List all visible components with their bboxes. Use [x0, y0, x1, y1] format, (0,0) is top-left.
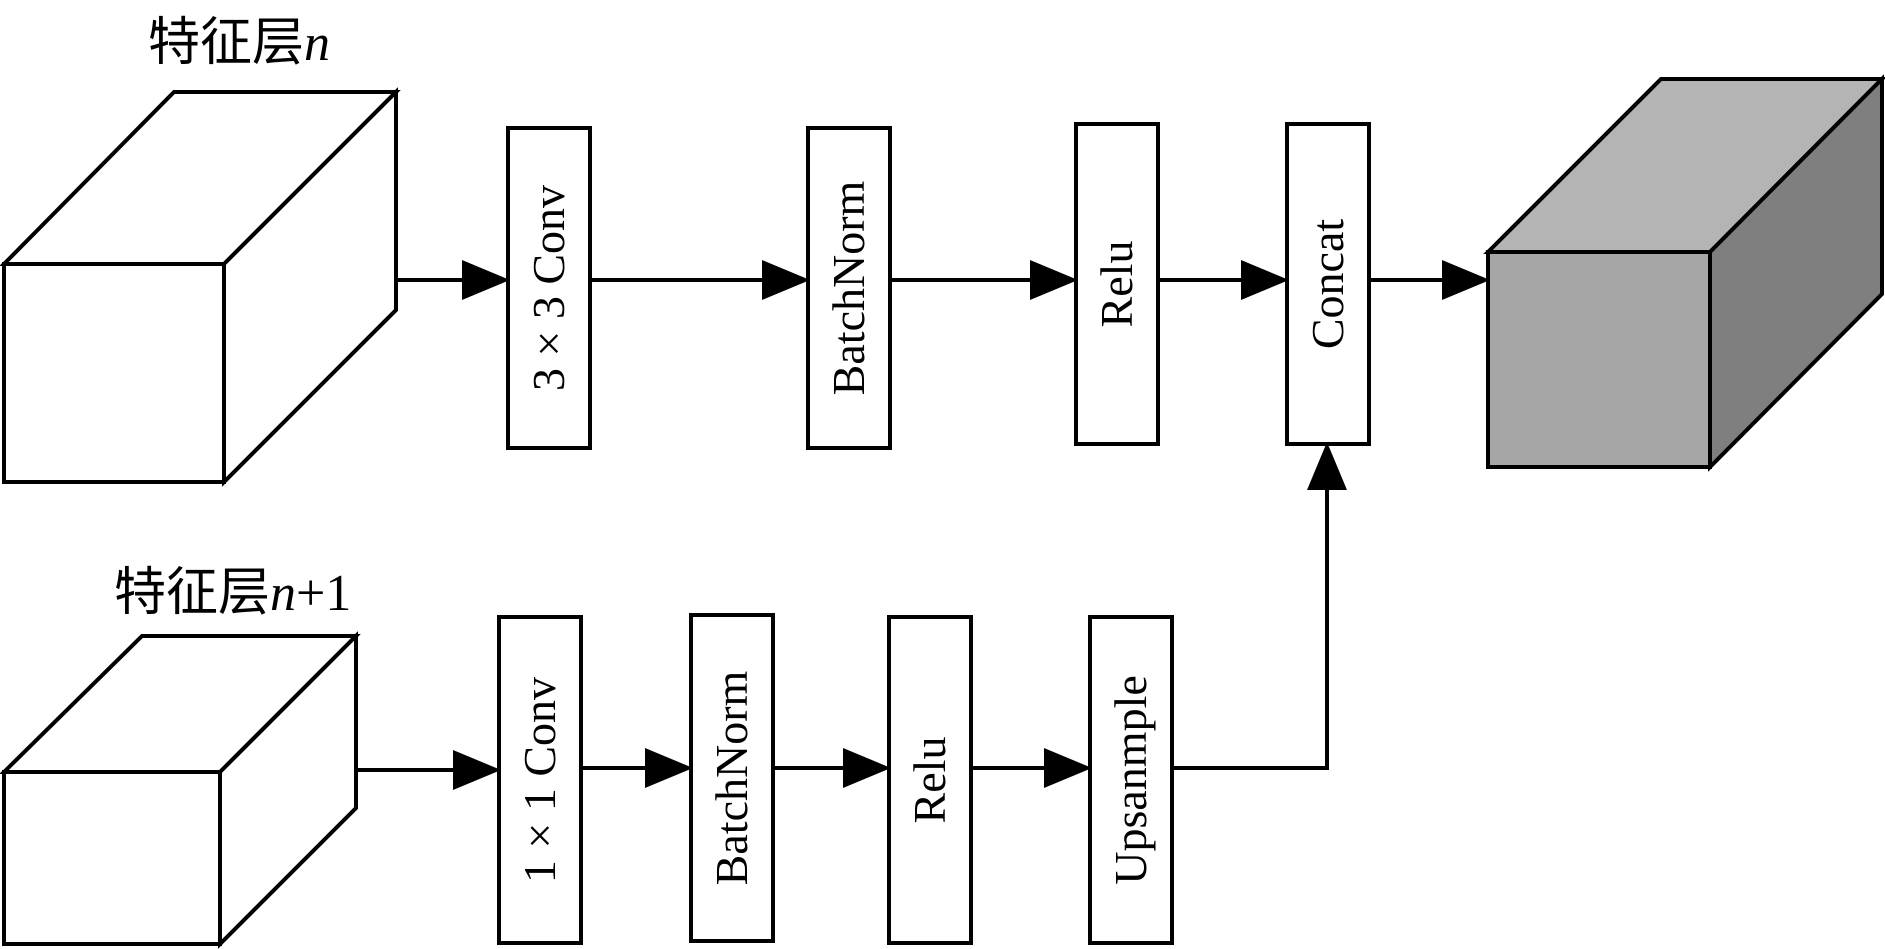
bottom-block-conv1x1-label: 1 × 1 Conv: [514, 677, 565, 883]
bottom-block-batchnorm-label: BatchNorm: [706, 670, 757, 885]
bottom-block-batchnorm: BatchNorm: [689, 613, 775, 943]
top-block-conv3x3: 3 × 3 Conv: [506, 126, 592, 450]
top-block-relu: Relu: [1074, 122, 1160, 446]
top-block-concat-label: Concat: [1302, 219, 1353, 350]
bottom-input-label: 特征层n+1: [114, 565, 351, 622]
bottom-block-upsample: Upsanmple: [1088, 615, 1174, 945]
arrow-upsample-to-concat: [1172, 442, 1347, 770]
top-block-batchnorm: BatchNorm: [806, 126, 892, 450]
bottom-input-feature-cube: [0, 631, 361, 949]
top-input-label: 特征层n: [148, 15, 330, 72]
top-block-concat: Concat: [1285, 122, 1371, 446]
bottom-block-relu-label: Relu: [904, 737, 955, 824]
bottom-block-upsample-label: Upsanmple: [1105, 675, 1156, 885]
top-input-feature-cube: [0, 87, 401, 487]
bottom-block-relu: Relu: [887, 615, 973, 945]
bottom-block-conv1x1: 1 × 1 Conv: [497, 615, 583, 945]
output-feature-cube: [1483, 74, 1885, 472]
top-block-relu-label: Relu: [1091, 241, 1142, 328]
top-block-batchnorm-label: BatchNorm: [823, 180, 874, 395]
top-block-conv3x3-label: 3 × 3 Conv: [523, 185, 574, 391]
